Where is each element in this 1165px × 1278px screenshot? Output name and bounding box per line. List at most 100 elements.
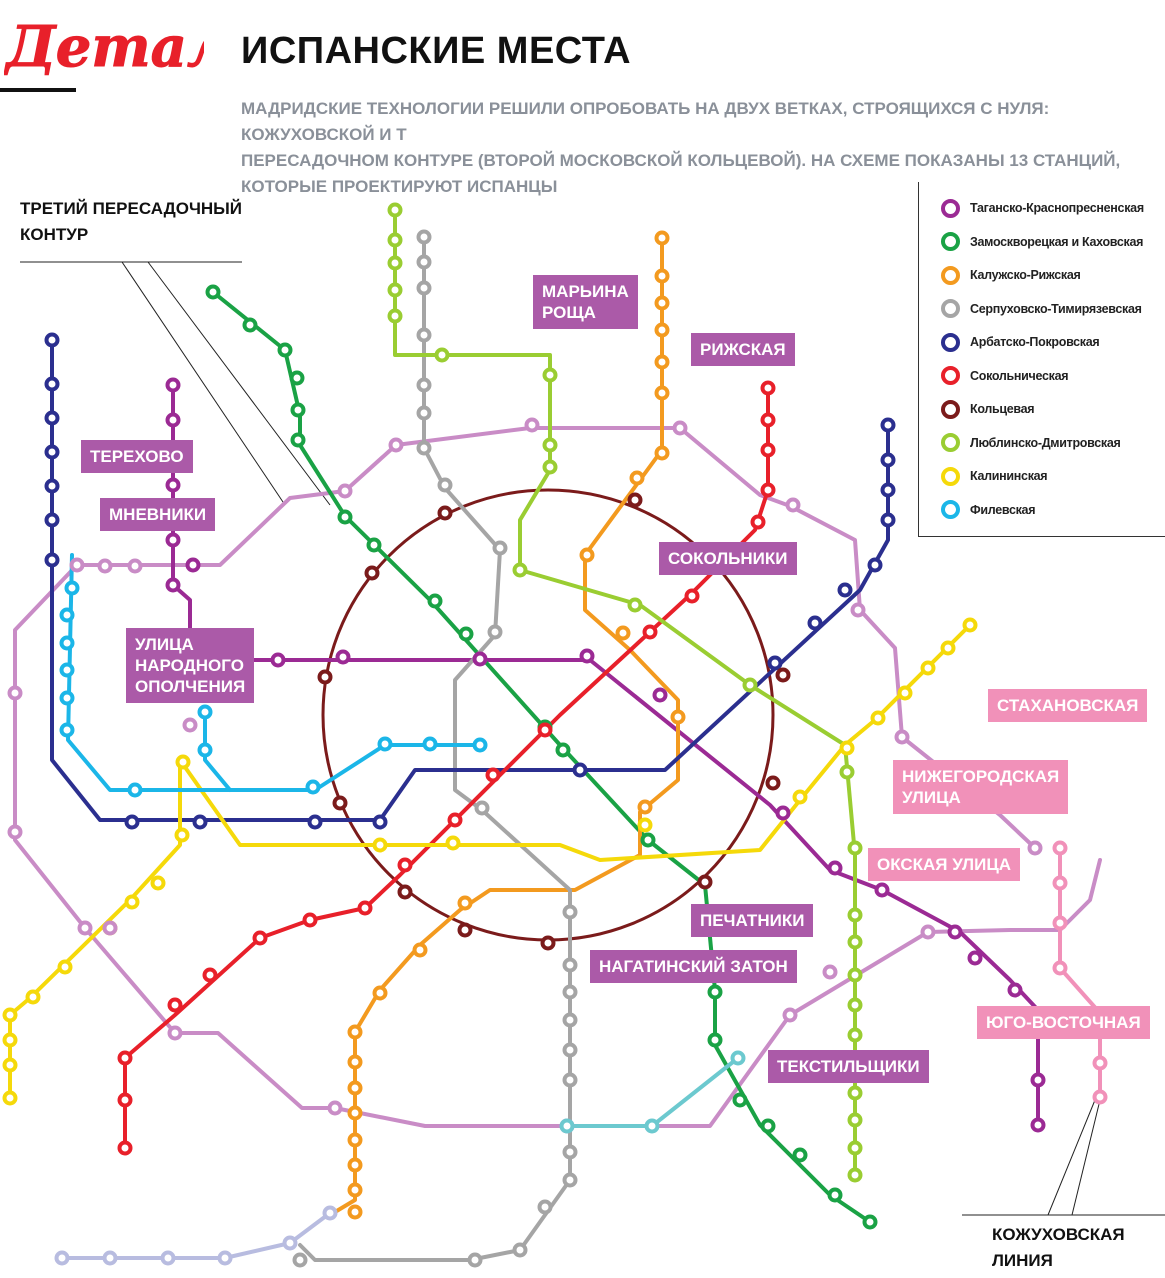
- station-marker: [366, 537, 382, 553]
- station-marker: [652, 687, 668, 703]
- tagansko-line: [171, 383, 1040, 1127]
- station-label-tekstilshchiki: ТЕКСТИЛЬЩИКИ: [768, 1050, 929, 1083]
- station-marker: [167, 997, 183, 1013]
- station-marker: [347, 1132, 363, 1148]
- station-marker: [165, 577, 181, 593]
- station-marker: [44, 376, 60, 392]
- station-marker: [654, 385, 670, 401]
- zamoskvoretskaya-line: [211, 290, 872, 1224]
- station-marker: [416, 405, 432, 421]
- station-marker: [654, 322, 670, 338]
- station-marker: [302, 912, 318, 928]
- station-marker: [377, 736, 393, 752]
- station-marker: [270, 652, 286, 668]
- station-marker: [492, 540, 508, 556]
- station-label-sokolniki: СОКОЛЬНИКИ: [659, 542, 797, 575]
- station-marker: [305, 779, 321, 795]
- third-contour-station: [77, 920, 93, 936]
- kozhukhovskaya-line: [1058, 846, 1102, 1099]
- station-marker: [870, 710, 886, 726]
- arbatsko-line: [50, 338, 890, 822]
- station-marker: [512, 562, 528, 578]
- station-marker: [847, 1085, 863, 1101]
- subtitle: МАДРИДСКИЕ ТЕХНОЛОГИИ РЕШИЛИ ОПРОБОВАТЬ …: [241, 99, 1121, 196]
- station-marker: [335, 649, 351, 665]
- station-marker: [347, 1182, 363, 1198]
- legend-label: Кольцевая: [970, 402, 1035, 416]
- brand-logo-text: Детали: [4, 14, 204, 80]
- station-marker: [760, 442, 776, 458]
- station-marker: [472, 651, 488, 667]
- station-marker: [760, 380, 776, 396]
- station-marker: [397, 884, 413, 900]
- station-marker: [117, 1050, 133, 1066]
- legend-swatch: [941, 332, 960, 352]
- butovskaya-line: [60, 1211, 332, 1260]
- station-marker: [880, 417, 896, 433]
- station-marker: [44, 332, 60, 348]
- station-marker: [707, 1032, 723, 1048]
- station-marker: [847, 967, 863, 983]
- kozhukhovskaya-leader: [962, 1099, 1165, 1216]
- station-marker: [760, 482, 776, 498]
- station-marker: [2, 1007, 18, 1023]
- station-marker: [847, 840, 863, 856]
- stations-layer: [2, 202, 1108, 1268]
- station-marker: [44, 444, 60, 460]
- station-marker: [127, 782, 143, 798]
- legend-item: Люблинско-Дмитровская: [941, 433, 1121, 453]
- legend-swatch: [941, 299, 960, 318]
- legend-swatch: [941, 366, 960, 385]
- station-marker: [654, 295, 670, 311]
- station-marker: [1007, 982, 1023, 998]
- station-marker: [416, 254, 432, 270]
- station-marker: [640, 832, 656, 848]
- station-marker: [332, 795, 348, 811]
- station-marker: [192, 814, 208, 830]
- station-marker: [387, 232, 403, 248]
- station-marker: [457, 922, 473, 938]
- station-marker: [947, 924, 963, 940]
- butovskaya-station: [102, 1250, 118, 1266]
- kalininskaya-line: [8, 623, 972, 1100]
- legend-item: Калининская: [941, 466, 1048, 486]
- station-marker: [880, 482, 896, 498]
- station-marker: [542, 459, 558, 475]
- butovskaya-station: [217, 1250, 233, 1266]
- station-marker: [422, 736, 438, 752]
- station-marker: [1030, 1117, 1046, 1133]
- legend-label: Таганско-Краснопресненская: [970, 201, 1144, 215]
- legend-item: Замоскворецкая и Каховская: [941, 232, 1143, 252]
- legend-label: Арбатско-Покровская: [970, 335, 1100, 349]
- station-marker: [364, 565, 380, 581]
- station-marker: [197, 704, 213, 720]
- legend-swatch: [941, 500, 960, 519]
- station-marker: [572, 762, 588, 778]
- kozhukhovskaya-station: [1092, 1089, 1108, 1105]
- third-contour-station: [524, 417, 540, 433]
- station-label-narodnogo-opolcheniya: УЛИЦА НАРОДНОГО ОПОЛЧЕНИЯ: [126, 628, 255, 703]
- kakhovskaya-line: [565, 1056, 740, 1128]
- third-contour-station: [850, 602, 866, 618]
- legend-label: Сокольническая: [970, 368, 1069, 383]
- kozhukhovskaya-station: [1052, 960, 1068, 976]
- station-marker: [920, 660, 936, 676]
- third-contour-station: [782, 1007, 798, 1023]
- third-contour-station: [7, 685, 23, 701]
- station-marker: [760, 412, 776, 428]
- legend-swatch: [941, 198, 960, 218]
- station-marker: [837, 582, 853, 598]
- legend-swatch: [941, 265, 960, 285]
- station-marker: [807, 615, 823, 631]
- third-contour-station: [388, 437, 404, 453]
- station-marker: [397, 857, 413, 873]
- station-marker: [242, 317, 258, 333]
- station-marker: [64, 580, 80, 596]
- butovskaya-station: [322, 1205, 338, 1221]
- station-marker: [750, 514, 766, 530]
- brand-rule: [0, 88, 76, 92]
- station-marker: [767, 655, 783, 671]
- station-marker: [540, 935, 556, 951]
- station-marker: [290, 402, 306, 418]
